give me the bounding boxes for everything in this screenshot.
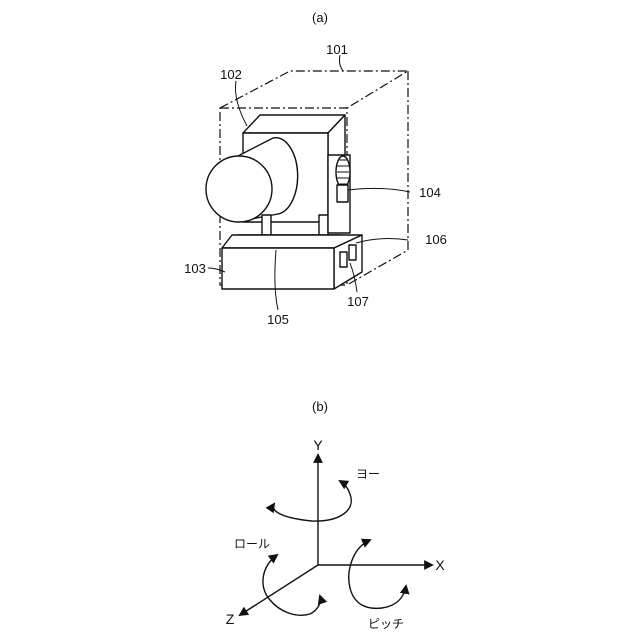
figure-b-caption: (b) [312, 399, 328, 414]
label-106: 106 [425, 232, 447, 247]
y-axis-label: Y [313, 437, 323, 453]
roll-label: ロール [234, 537, 270, 551]
label-103: 103 [184, 261, 206, 276]
yaw-rotation-arrow [273, 481, 351, 521]
yaw-label: ヨー [356, 467, 380, 481]
label-101: 101 [326, 42, 348, 57]
figure-a-caption: (a) [312, 10, 328, 25]
label-102: 102 [220, 67, 242, 82]
figure-b: (b) Y X Z ヨー ロール ピッチ [226, 399, 446, 631]
label-104: 104 [419, 185, 441, 200]
z-axis-label: Z [226, 611, 235, 627]
x-axis-label: X [435, 557, 445, 573]
roll-rotation-arrow [263, 555, 321, 615]
label-107: 107 [347, 294, 369, 309]
knob [328, 155, 350, 233]
figure-a: (a) [184, 10, 447, 327]
pitch-label: ピッチ [368, 617, 404, 631]
label-105: 105 [267, 312, 289, 327]
pitch-rotation-arrow [349, 540, 406, 608]
